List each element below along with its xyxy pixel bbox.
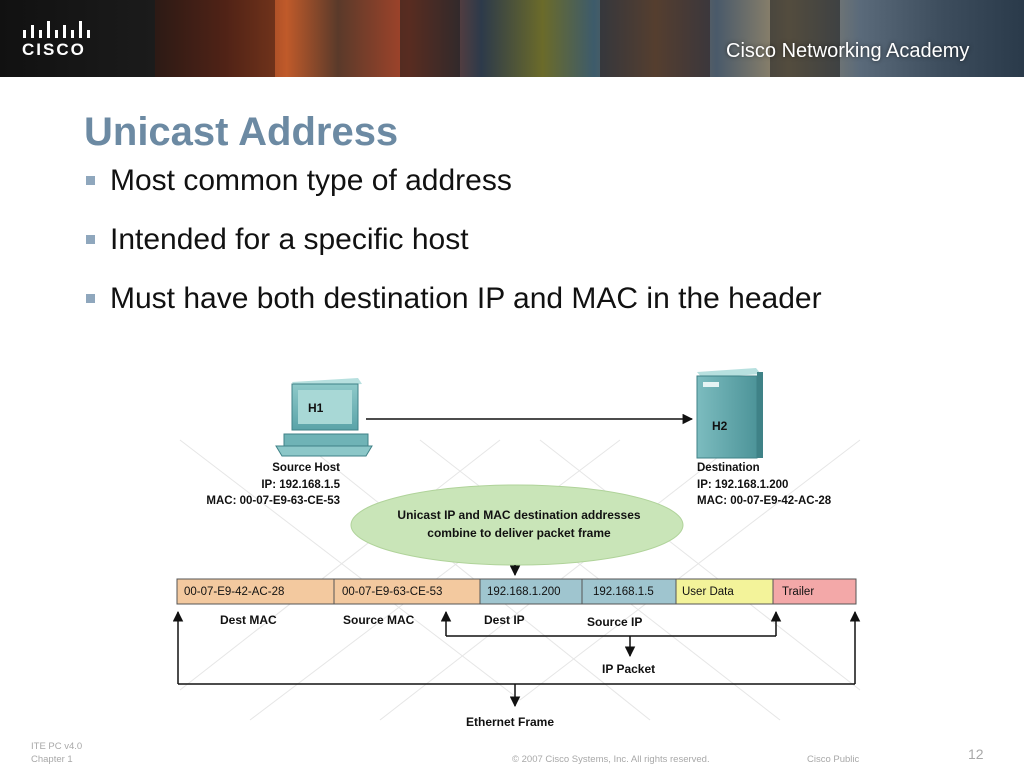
trailer-value: Trailer (782, 586, 814, 598)
source-ip-field (581, 578, 677, 605)
banner-photo (600, 0, 710, 77)
bullet-text: Must have both destination IP and MAC in… (110, 282, 822, 315)
footer-chapter: Chapter 1 (31, 754, 73, 765)
user-data-value: User Data (682, 586, 734, 598)
callout-ellipse (350, 484, 684, 566)
destination-label: Destination (697, 462, 760, 474)
source-host-computer-icon (275, 378, 373, 457)
ip-packet-bracket (440, 610, 782, 658)
source-host-label: Source Host (272, 462, 340, 474)
footer-version: ITE PC v4.0 (31, 741, 83, 752)
source-mac-field (333, 578, 481, 605)
banner-photo (770, 0, 840, 77)
source-ip-label: IP: 192.168.1.5 (261, 479, 340, 491)
callout-line-2: combine to deliver packet frame (427, 526, 611, 540)
dest-mac-label: Dest MAC (220, 613, 277, 627)
destination-ip-label: IP: 192.168.1.200 (697, 479, 788, 491)
banner-photo (400, 0, 460, 77)
bullet-square-icon (86, 176, 95, 185)
callout-line-1: Unicast IP and MAC destination addresses (397, 508, 641, 522)
dest-mac-value: 00-07-E9-42-AC-28 (184, 586, 284, 598)
bullet-item: Must have both destination IP and MAC in… (84, 278, 822, 337)
source-mac-label: Source MAC (343, 613, 415, 627)
source-host-name: H1 (308, 401, 324, 415)
header-banner: CISCO Cisco Networking Academy (0, 0, 1024, 77)
ethernet-frame-label: Ethernet Frame (466, 715, 554, 729)
dest-ip-field (479, 578, 583, 605)
source-mac-value: 00-07-E9-63-CE-53 (342, 586, 442, 598)
dest-ip-label: Dest IP (484, 613, 525, 627)
page-number: 12 (968, 746, 984, 762)
dest-mac-field (176, 578, 335, 605)
bullet-text: Most common type of address (110, 164, 512, 197)
bullet-list: Most common type of address Intended for… (84, 160, 822, 337)
ethernet-frame-fields (176, 578, 857, 605)
bullet-square-icon (86, 294, 95, 303)
source-ip-label: Source IP (587, 615, 642, 629)
banner-photo (155, 0, 275, 77)
bullet-item: Most common type of address (84, 160, 822, 219)
cisco-logo-icon (23, 21, 90, 38)
user-data-field (675, 578, 774, 605)
ethernet-frame-bracket (172, 610, 861, 708)
cisco-logo-text: CISCO (22, 40, 86, 59)
academy-title: Cisco Networking Academy (726, 40, 970, 62)
ip-packet-label: IP Packet (602, 662, 655, 676)
bullet-square-icon (86, 235, 95, 244)
footer-copyright: © 2007 Cisco Systems, Inc. All rights re… (512, 754, 710, 765)
slide-title: Unicast Address (84, 110, 399, 154)
destination-host-name: H2 (712, 419, 728, 433)
destination-server-icon (696, 368, 763, 459)
trailer-field (772, 578, 857, 605)
footer-classification: Cisco Public (807, 754, 860, 765)
source-mac-label: MAC: 00-07-E9-63-CE-53 (206, 495, 340, 507)
destination-mac-label: MAC: 00-07-E9-42-AC-28 (697, 495, 832, 507)
bullet-item: Intended for a specific host (84, 219, 822, 278)
source-ip-value: 192.168.1.5 (593, 586, 654, 598)
bullet-text: Intended for a specific host (110, 223, 469, 256)
dest-ip-value: 192.168.1.200 (487, 586, 561, 598)
